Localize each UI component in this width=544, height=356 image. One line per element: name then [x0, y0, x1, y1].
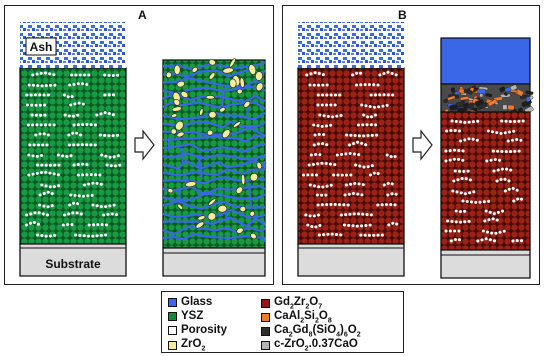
substrate-initial-b [297, 243, 405, 277]
porosity-marks [302, 70, 401, 237]
legend-item-gd2zr2o7: Gd2Zr2O7 [261, 296, 322, 310]
porosity-marks [25, 71, 123, 238]
ysz-column-infiltrated [162, 58, 267, 249]
ash-deposit [20, 22, 126, 68]
ash-deposit-b [298, 22, 404, 68]
legend-item-apatite: Ca2Gd8(SiO4)6O2 [261, 324, 361, 338]
legend: Glass Gd2Zr2O7 YSZ CaAl2Si2O8 Porosity C… [161, 291, 404, 353]
panel-a-label: A [138, 8, 147, 22]
legend-item-porosity: Porosity [168, 324, 227, 336]
ysz-column-initial [19, 67, 127, 245]
ash-label: Ash [30, 40, 53, 54]
glass-layer [440, 37, 531, 85]
gzo-column-reacted [440, 111, 531, 251]
substrate-reacted-b [440, 249, 531, 279]
arrow-right-icon [134, 129, 155, 161]
legend-item-ysz: YSZ [168, 310, 203, 322]
gzo-column-initial [297, 67, 405, 245]
substrate-infiltrated-a [162, 247, 266, 277]
zro2-grains [165, 58, 264, 240]
arrow-right-icon [412, 129, 433, 161]
panel-b-label: B [398, 8, 407, 22]
substrate-initial [19, 243, 127, 277]
legend-item-czro2: c-ZrO2.0.37CaO [261, 338, 358, 352]
legend-item-caal2si2o8: CaAl2Si2O8 [261, 310, 332, 324]
legend-item-glass: Glass [168, 296, 212, 308]
legend-item-zro2: ZrO2 [168, 338, 205, 352]
substrate-label: Substrate [45, 257, 101, 271]
porosity-marks [444, 119, 527, 243]
reaction-layer [440, 83, 534, 116]
